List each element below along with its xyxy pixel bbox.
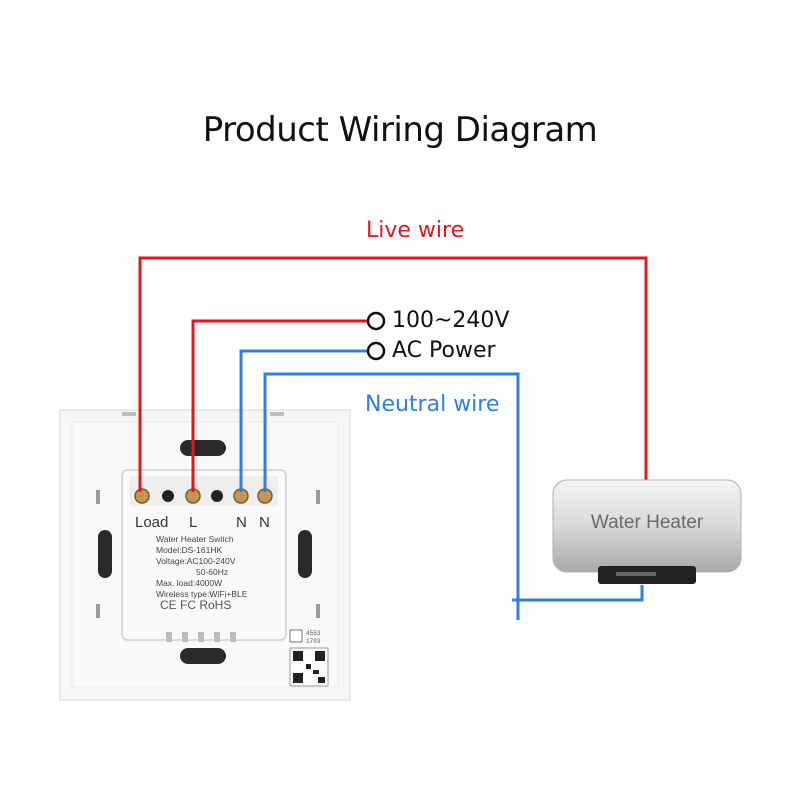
terminal-label-load: Load (135, 514, 169, 531)
neutral-wire-supply (239, 349, 368, 492)
plate-tick-3 (96, 604, 100, 618)
water-heater-label: Water Heater (590, 512, 704, 533)
terminal-screw-load (134, 488, 150, 504)
spec-line: Voltage:AC100-240V (156, 556, 236, 566)
voltage-label: 100~240V (392, 308, 510, 333)
terminal-label-n2: N (259, 514, 270, 531)
plate-slot-top (180, 440, 226, 456)
plate-tick-1 (96, 490, 100, 504)
neutral-wire-label: Neutral wire (365, 392, 500, 417)
module-pin-1 (166, 632, 172, 642)
spec-line: Model:DS-161HK (156, 545, 223, 555)
module-spec-block: Water Heater Switch Model:DS-161HK Volta… (156, 534, 276, 600)
certification-marks: CE FC RoHS (160, 598, 232, 612)
module-pin-4 (214, 632, 220, 642)
live-wire-load (138, 256, 648, 492)
terminal-hole-2 (211, 490, 223, 502)
spec-line: 50-60Hz (196, 567, 229, 577)
label-code-2: 1703 (306, 638, 321, 645)
module-pin-5 (230, 632, 236, 642)
spec-line: Wireless type:WiFi+BLE (156, 589, 248, 599)
plate-tick-2 (316, 490, 320, 504)
module-pin-3 (198, 632, 204, 642)
module-pin-2 (182, 632, 188, 642)
plate-slot-left (98, 530, 112, 578)
ac-power-label: AC Power (392, 338, 496, 363)
label-code-1: 4553 (306, 630, 321, 637)
home-badge (289, 629, 303, 643)
supply-terminal-neutral (366, 341, 386, 361)
terminal-label-l: L (189, 514, 198, 531)
plate-tick-4 (316, 604, 320, 618)
plate-slot-right (298, 530, 312, 578)
page-title: Product Wiring Diagram (202, 110, 598, 150)
live-wire-label: Live wire (366, 218, 465, 243)
neutral-wire-heater (512, 585, 644, 602)
live-wire-supply (191, 319, 368, 492)
terminal-label-n1: N (236, 514, 247, 531)
module-top-band (130, 476, 278, 506)
terminal-hole-1 (162, 490, 174, 502)
plate-tick-5 (122, 412, 136, 416)
spec-line: Max. load:4000W (156, 578, 223, 588)
plate-slot-bottom (180, 648, 226, 664)
supply-terminal-live (366, 311, 386, 331)
neutral-wire-load (263, 372, 520, 620)
spec-line: Water Heater Switch (156, 534, 234, 544)
plate-tick-6 (270, 412, 284, 416)
